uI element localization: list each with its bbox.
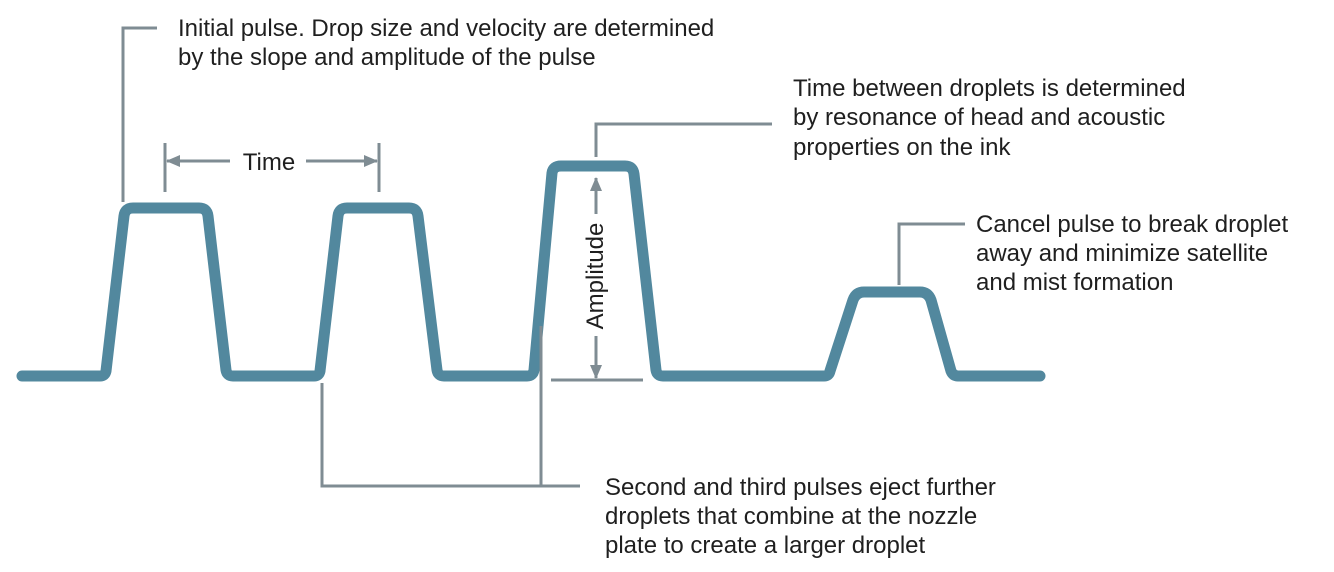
cancel-pulse-line-1: Cancel pulse to break droplet: [976, 211, 1289, 238]
time-between-line-2: by resonance of head and acoustic: [793, 104, 1165, 131]
second-third-annotation: Second and third pulses eject further dr…: [605, 474, 1003, 559]
second-third-line-1: Second and third pulses eject further: [605, 474, 996, 501]
leader-line-cancel-pulse: [897, 222, 965, 285]
time-between-annotation: Time between droplets is determined by r…: [793, 75, 1192, 161]
time-label: Time: [243, 149, 295, 176]
initial-pulse-line-2: by the slope and amplitude of the pulse: [178, 44, 596, 71]
leader-line-initial-pulse: [121, 26, 157, 202]
time-between-line-3: properties on the ink: [793, 134, 1011, 161]
leader-line-second-third: [320, 383, 580, 488]
initial-pulse-line-1: Initial pulse. Drop size and velocity ar…: [178, 15, 714, 42]
leader-line-time-between: [594, 122, 772, 157]
amplitude-label: Amplitude: [582, 223, 609, 330]
initial-pulse-annotation: Initial pulse. Drop size and velocity ar…: [178, 15, 721, 71]
cancel-pulse-line-3: and mist formation: [976, 269, 1173, 296]
pulse-waveform: [16, 160, 1046, 382]
second-third-line-2: droplets that combine at the nozzle: [605, 503, 977, 530]
time-between-line-1: Time between droplets is determined: [793, 75, 1186, 102]
second-third-line-3: plate to create a larger droplet: [605, 532, 926, 559]
cancel-pulse-line-2: away and minimize satellite: [976, 240, 1268, 267]
cancel-pulse-annotation: Cancel pulse to break droplet away and m…: [976, 211, 1295, 296]
